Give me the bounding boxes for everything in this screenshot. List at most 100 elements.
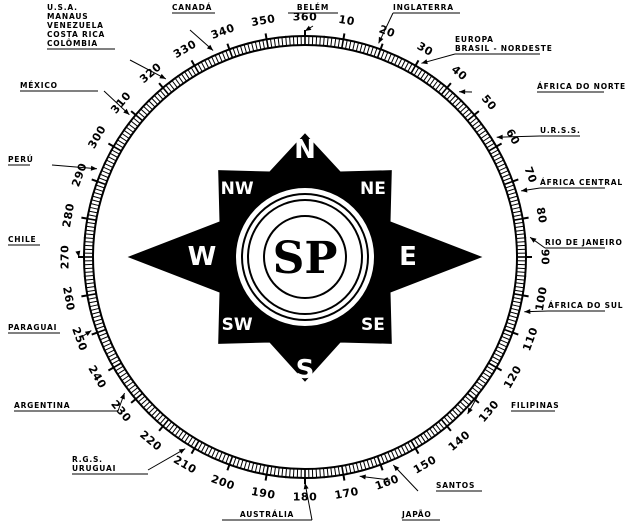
ring-tick bbox=[88, 298, 97, 300]
ring-tick bbox=[126, 382, 133, 387]
ring-tick bbox=[477, 382, 484, 387]
ring-tick bbox=[353, 464, 355, 473]
ring-tick bbox=[252, 43, 254, 52]
ring-tick bbox=[93, 315, 102, 318]
ring-tick bbox=[188, 70, 193, 78]
ring-tick bbox=[205, 446, 209, 454]
ring-tick bbox=[496, 160, 504, 164]
destination-text: COSTA RICA bbox=[47, 30, 105, 39]
ring-tick bbox=[99, 333, 107, 336]
degree-label-190: 190 bbox=[250, 485, 276, 502]
ring-tick bbox=[381, 455, 384, 463]
ring-tick bbox=[503, 178, 511, 181]
ring-tick bbox=[175, 429, 180, 436]
ring-major-tick bbox=[416, 60, 419, 65]
ring-major-tick bbox=[381, 44, 383, 50]
ring-tick bbox=[331, 38, 332, 47]
ring-tick bbox=[494, 157, 502, 161]
ring-tick bbox=[474, 124, 481, 129]
ring-tick bbox=[512, 305, 521, 307]
ring-tick bbox=[270, 466, 271, 475]
ring-tick bbox=[374, 48, 377, 57]
ring-tick bbox=[395, 449, 399, 458]
ring-tick bbox=[405, 62, 409, 70]
ring-tick bbox=[472, 121, 479, 127]
ring-tick bbox=[371, 459, 374, 468]
ring-tick bbox=[490, 150, 498, 154]
ring-tick bbox=[497, 347, 506, 351]
ring-tick bbox=[502, 174, 510, 177]
ring-tick bbox=[514, 222, 523, 223]
ring-major-tick bbox=[81, 295, 87, 296]
ring-major-tick bbox=[496, 368, 501, 371]
destination-text: CHILE bbox=[8, 235, 36, 244]
ring-tick bbox=[118, 369, 126, 374]
destination-text: U.S.A. bbox=[47, 3, 78, 12]
ring-tick bbox=[87, 222, 96, 223]
cardinal-sw: SW bbox=[222, 315, 253, 335]
ring-tick bbox=[96, 326, 105, 329]
ring-tick bbox=[106, 160, 114, 164]
ring-tick bbox=[201, 444, 205, 452]
ring-tick bbox=[104, 163, 113, 167]
ring-tick bbox=[395, 56, 399, 65]
ring-tick bbox=[514, 290, 523, 291]
ring-tick bbox=[240, 46, 243, 55]
ring-tick bbox=[290, 469, 291, 478]
ring-tick bbox=[222, 454, 225, 462]
ring-tick bbox=[85, 272, 94, 273]
ring-tick bbox=[424, 74, 429, 81]
ring-tick bbox=[401, 60, 405, 68]
ring-tick bbox=[452, 98, 458, 105]
ring-tick bbox=[191, 439, 196, 447]
destination-text: ÁFRICA CENTRAL bbox=[540, 178, 623, 187]
ring-tick bbox=[95, 189, 104, 192]
destination-text: AUSTRÁLIA bbox=[240, 510, 294, 519]
ring-tick bbox=[327, 468, 328, 477]
ring-tick bbox=[421, 435, 426, 443]
ring-tick bbox=[91, 204, 100, 206]
ring-major-tick bbox=[159, 426, 163, 431]
ring-tick bbox=[108, 353, 116, 357]
ring-tick bbox=[474, 385, 481, 390]
arrowhead bbox=[120, 393, 125, 400]
ring-tick bbox=[259, 41, 261, 50]
ring-tick bbox=[338, 466, 339, 475]
ring-tick bbox=[384, 454, 387, 462]
ring-tick bbox=[233, 48, 236, 57]
ring-tick bbox=[110, 153, 118, 157]
ring-tick bbox=[414, 439, 419, 447]
ring-tick bbox=[483, 137, 491, 142]
ring-tick bbox=[93, 196, 102, 199]
destination-text: U.R.S.S. bbox=[540, 126, 581, 135]
destination-text: SANTOS bbox=[436, 481, 475, 490]
ring-tick bbox=[458, 404, 465, 410]
ring-tick bbox=[398, 58, 402, 66]
ring-tick bbox=[447, 415, 453, 422]
degree-label-280: 280 bbox=[60, 202, 77, 228]
ring-tick bbox=[108, 157, 116, 161]
ring-tick bbox=[100, 174, 108, 177]
ring-tick bbox=[278, 467, 279, 476]
ring-major-tick bbox=[131, 111, 136, 115]
ring-tick bbox=[517, 245, 526, 246]
ring-major-tick bbox=[343, 33, 344, 39]
ring-tick bbox=[100, 336, 108, 339]
ring-tick bbox=[391, 451, 395, 459]
ring-tick bbox=[513, 215, 522, 217]
ring-tick bbox=[293, 469, 294, 478]
ring-tick bbox=[146, 104, 153, 110]
ring-tick bbox=[95, 323, 104, 326]
degree-label-220: 220 bbox=[137, 428, 164, 454]
ring-tick bbox=[335, 38, 336, 47]
ring-tick bbox=[259, 464, 261, 473]
ring-tick bbox=[191, 68, 196, 76]
ring-tick bbox=[175, 78, 180, 85]
ring-tick bbox=[517, 268, 526, 269]
degree-label-10: 10 bbox=[338, 13, 356, 29]
ring-tick bbox=[492, 153, 500, 157]
ring-tick bbox=[463, 109, 470, 115]
ring-major-tick bbox=[496, 144, 501, 147]
